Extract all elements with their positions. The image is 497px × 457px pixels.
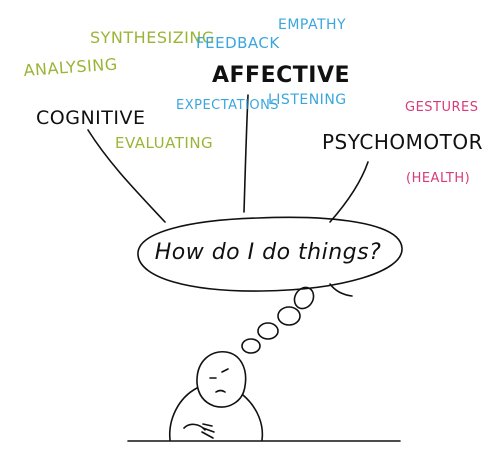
skill-health: (HEALTH)	[406, 171, 470, 186]
connector-psychomotor	[329, 161, 369, 223]
skill-evaluating: EVALUATING	[115, 134, 213, 152]
skill-feedback: FEEDBACK	[196, 34, 280, 52]
domain-title-cognitive: COGNITIVE	[36, 107, 145, 129]
skill-empathy: EMPATHY	[278, 17, 346, 33]
skill-synthesizing: SYNTHESIZING	[90, 28, 215, 47]
skill-listening: LISTENING	[268, 92, 347, 108]
connector-cognitive	[87, 129, 166, 223]
thinking-person-icon	[168, 351, 264, 441]
central-question: How do I do things?	[155, 240, 382, 265]
question-ellipse-tail	[329, 283, 353, 297]
skill-gestures: GESTURES	[405, 100, 479, 115]
skill-analysing: ANALYSING	[23, 54, 118, 80]
connector-affective	[243, 94, 249, 213]
question-ellipse	[137, 216, 403, 292]
domain-title-psychomotor: PSYCHOMOTOR	[322, 130, 483, 154]
skill-expectations: EXPECTATIONS	[176, 98, 279, 113]
domain-title-affective: AFFECTIVE	[212, 63, 350, 88]
thought-bubble-icon	[241, 286, 315, 354]
